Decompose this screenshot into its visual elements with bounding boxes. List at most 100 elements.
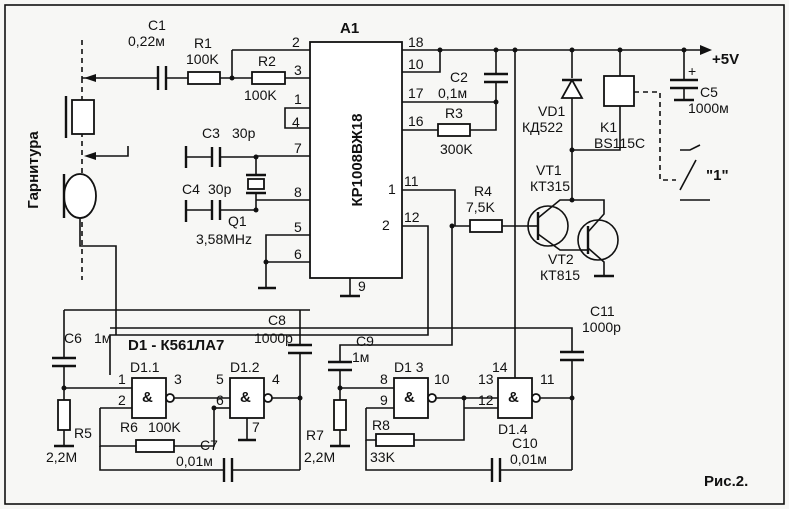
- pin-16-num: 16: [408, 113, 424, 129]
- c3-value: 30р: [232, 125, 256, 141]
- vt2-value: КТ815: [540, 267, 580, 283]
- pin-12-wire: [109, 225, 429, 375]
- c8-ref: C8: [268, 312, 286, 328]
- r5-ref: R5: [74, 425, 92, 441]
- d1-part-label: D1 - К561ЛА7: [128, 337, 224, 354]
- vt1-ref: VT1: [536, 162, 562, 178]
- headset-label: Гарнитура: [25, 131, 42, 209]
- junction: [569, 47, 575, 53]
- pin-12-num: 12: [404, 209, 420, 225]
- c10-ref: C10: [512, 435, 538, 451]
- gate-d11-ref: D1.1: [130, 359, 160, 375]
- d12-out-bubble: [263, 393, 273, 403]
- junction: [449, 223, 455, 229]
- r6-wire: [174, 408, 215, 447]
- pin-9-num: 9: [358, 278, 366, 294]
- d12-in2: 6: [216, 392, 224, 408]
- r1-ref: R1: [194, 35, 212, 51]
- c3-ref: C3: [202, 125, 220, 141]
- pin-2-num: 2: [292, 34, 300, 50]
- q1-value: 3,58MHz: [196, 231, 252, 247]
- r6-ref: R6: [120, 419, 138, 435]
- k1-bottom-wire: [572, 106, 621, 151]
- c11-value: 1000р: [582, 319, 621, 335]
- gate-d14-body: [497, 377, 533, 419]
- c11-ref: C11: [590, 303, 615, 319]
- c9-top-wire: [339, 226, 453, 362]
- d11-out: 3: [174, 371, 182, 387]
- c10-left-wire: [365, 440, 492, 471]
- d11-out-bubble: [165, 393, 175, 403]
- c5-value: 1000м: [688, 100, 729, 116]
- c2-ref: C2: [450, 69, 468, 85]
- mic-to-bus: [79, 218, 117, 335]
- d14-out: 11: [540, 371, 555, 387]
- ic-a1-inner-1: 1: [388, 181, 396, 197]
- junction: [297, 395, 303, 401]
- r7-body: [333, 399, 347, 431]
- k1-ref: K1: [600, 119, 617, 135]
- c2-value: 0,1м: [438, 85, 467, 101]
- r8-wire: [414, 398, 465, 441]
- d13-out-bubble: [427, 393, 437, 403]
- c7-left-wire: [99, 446, 224, 471]
- supply-label: +5V: [712, 51, 739, 68]
- r4-ref: R4: [474, 183, 492, 199]
- r3-value: 300K: [440, 141, 473, 157]
- c10-value: 0,01м: [510, 451, 547, 467]
- junction: [253, 154, 259, 160]
- junction: [211, 405, 217, 411]
- figure-caption: Рис.2.: [704, 473, 748, 490]
- junction: [263, 259, 269, 265]
- pin-18-num: 18: [408, 34, 424, 50]
- vd1-ref: VD1: [538, 103, 565, 119]
- c7-value: 0,01м: [176, 453, 213, 469]
- c4-ref: C4: [182, 181, 200, 197]
- c1-value: 0,22м: [128, 33, 165, 49]
- gate-d12-ref: D1.2: [230, 359, 260, 375]
- r8-ref: R8: [372, 417, 390, 433]
- r7-ref: R7: [306, 427, 324, 443]
- k1-linkage: [634, 91, 676, 181]
- r1-wire: [220, 50, 233, 79]
- vt2-symbol: [577, 219, 619, 261]
- r3-wire: [470, 102, 497, 131]
- figure-frame: [4, 4, 785, 505]
- d13-in2: 9: [380, 392, 388, 408]
- ic-a1-inner-2: 2: [382, 217, 390, 233]
- k1-coil: [603, 75, 635, 107]
- junction: [681, 47, 687, 53]
- pin-3-num: 3: [294, 62, 302, 78]
- r8-value: 33K: [370, 449, 396, 465]
- junction: [493, 99, 499, 105]
- junction: [437, 47, 443, 53]
- junction: [493, 47, 499, 53]
- pin-11-num: 11: [404, 173, 419, 189]
- r2-body: [251, 71, 286, 85]
- contact-blade: [679, 159, 697, 191]
- c5-ref: C5: [700, 84, 718, 100]
- r8-body: [375, 433, 415, 447]
- d11-in2: 2: [118, 392, 126, 408]
- vd1-body: [560, 78, 584, 99]
- d14-in1: 13: [478, 371, 494, 387]
- k1-value: BS115C: [594, 135, 645, 151]
- vd1-value: КД522: [522, 119, 563, 135]
- d12-in1: 5: [216, 371, 224, 387]
- c4-value: 30р: [208, 181, 232, 197]
- d14-pwr: 14: [492, 359, 508, 375]
- pin-4-num: 4: [292, 114, 300, 130]
- gate-d13-symbol: &: [404, 389, 415, 406]
- d12-out-wire: [272, 397, 301, 470]
- r6-body: [135, 439, 175, 453]
- r1-body: [187, 71, 221, 85]
- pin-1-4-link: [284, 107, 310, 129]
- pin-10-wire: [402, 50, 441, 73]
- pin-5-wire: [265, 234, 310, 288]
- contact-label: "1": [706, 167, 729, 184]
- earphone-body: [71, 99, 95, 135]
- c9-ref: C9: [356, 333, 374, 349]
- contact-top: [680, 144, 701, 151]
